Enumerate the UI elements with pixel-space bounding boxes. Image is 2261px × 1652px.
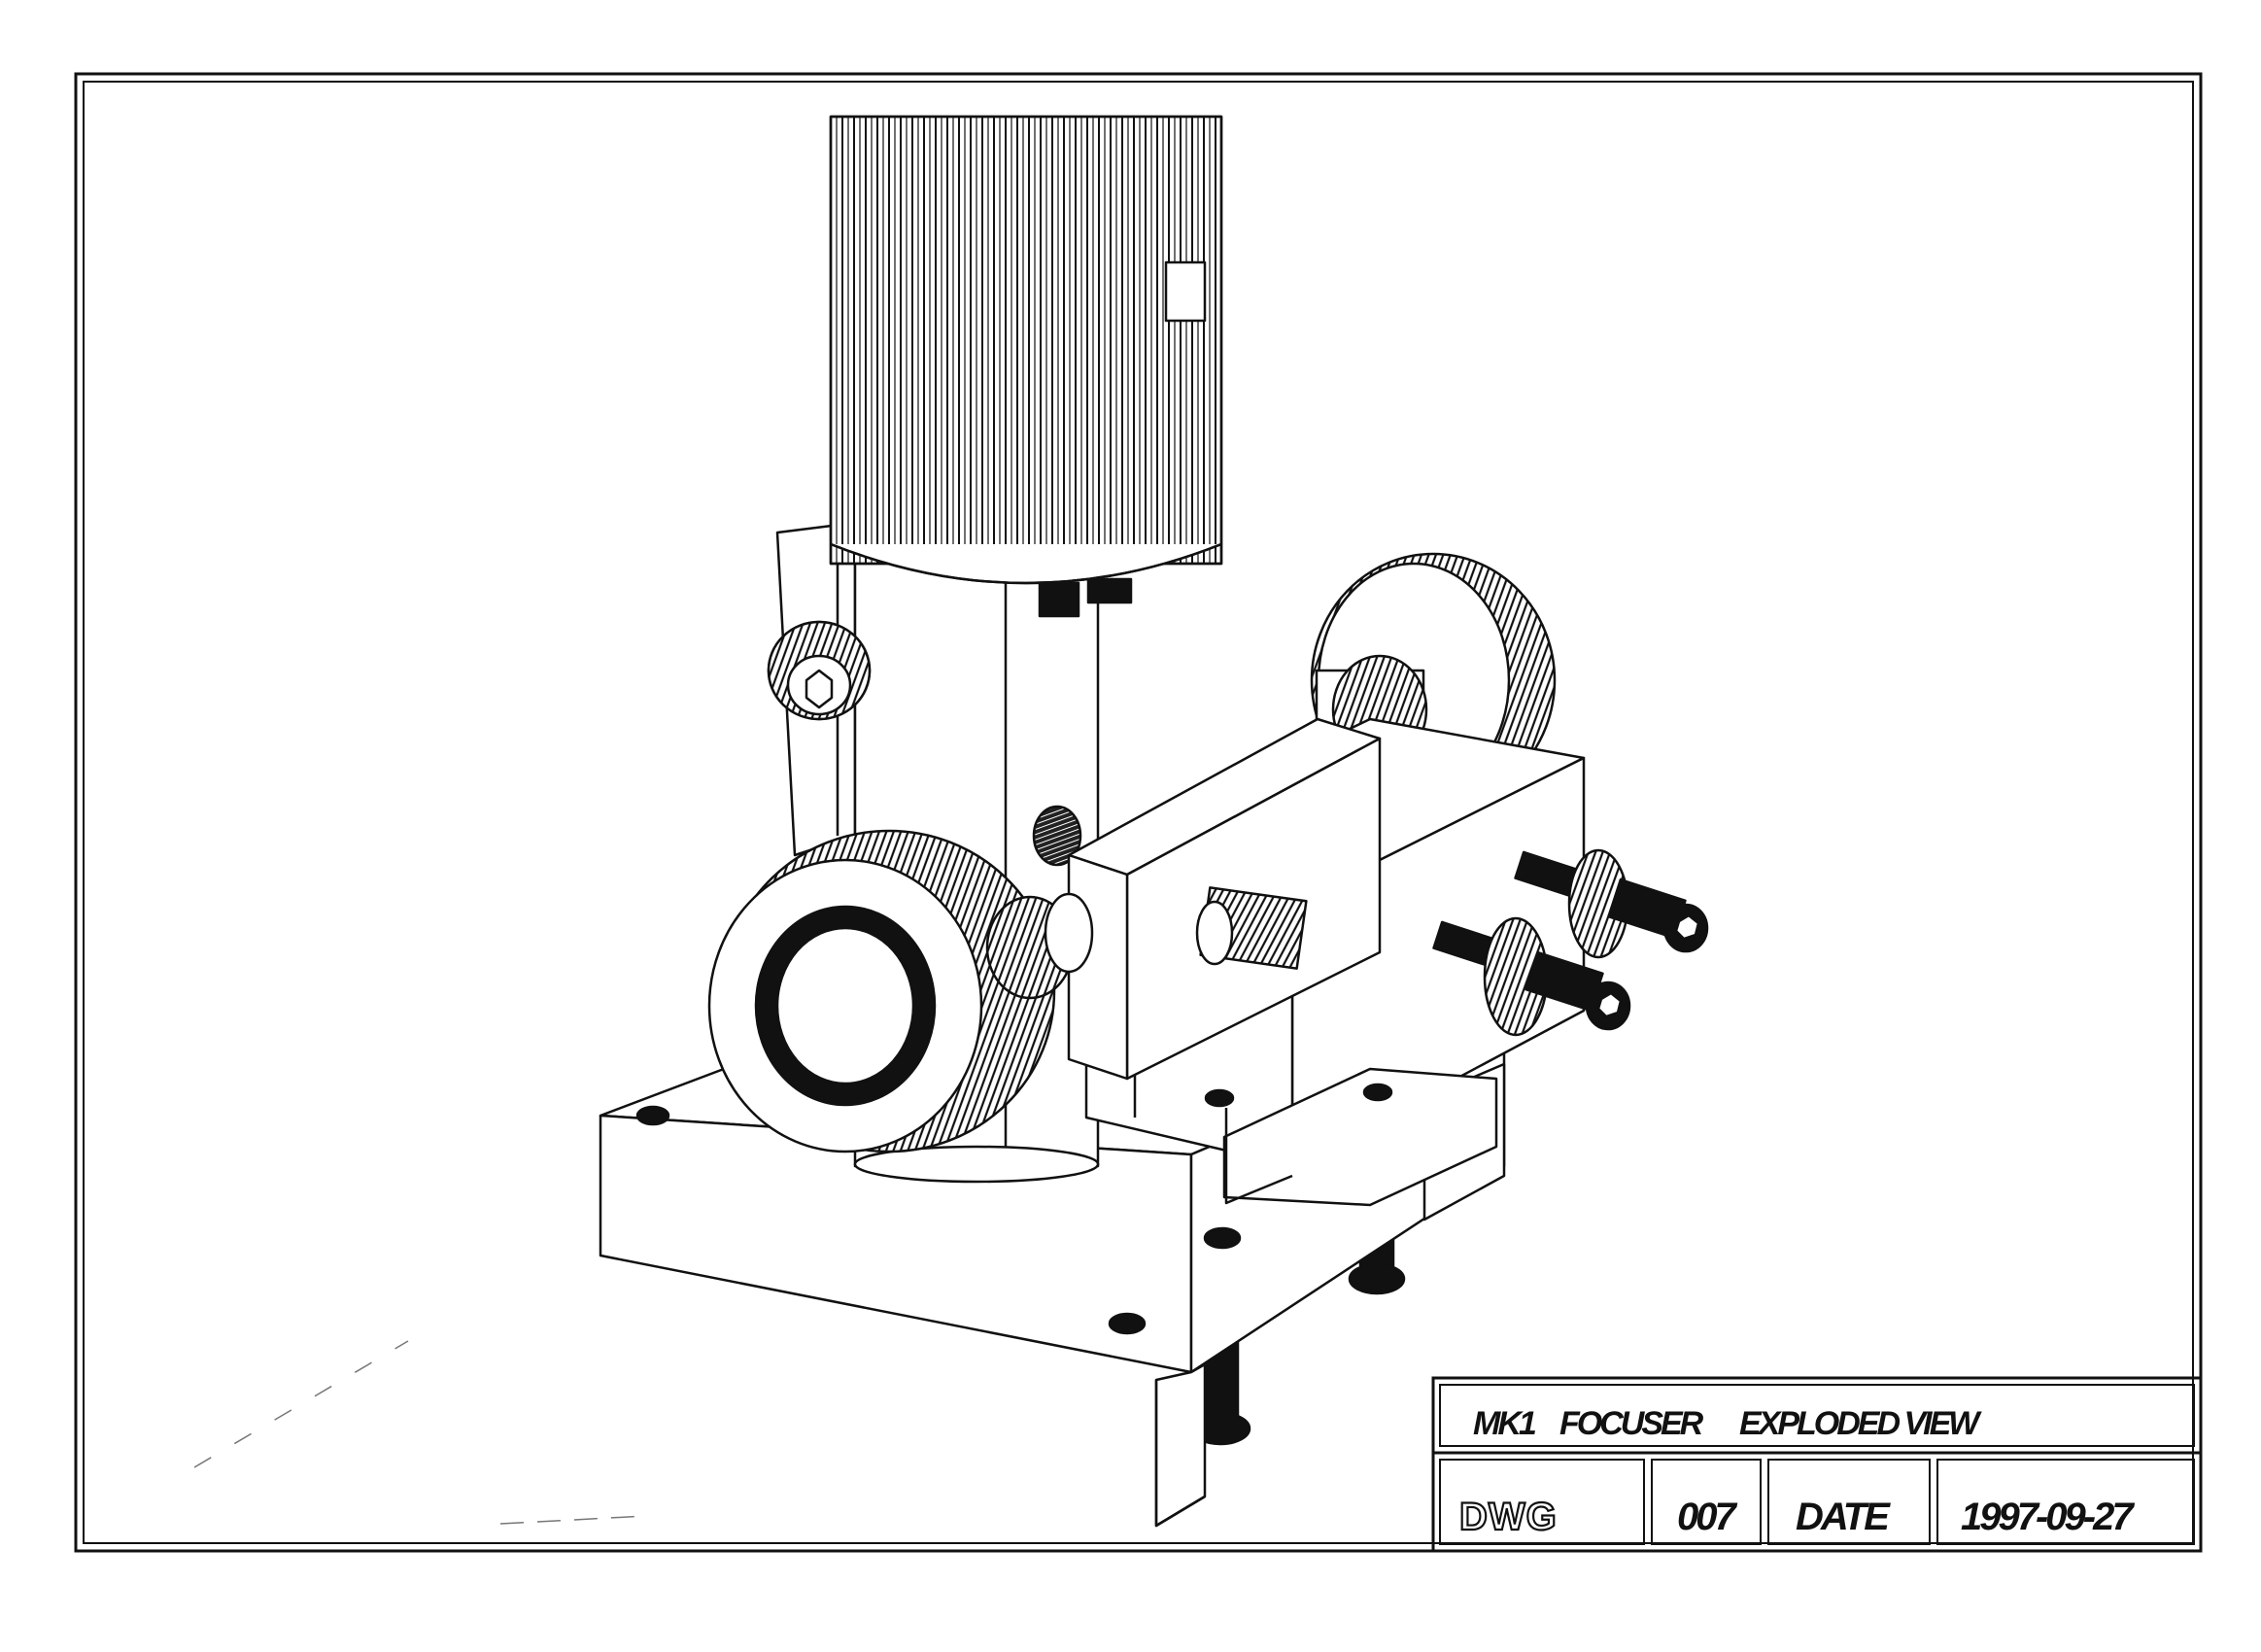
dwg-label: DWG [1459,1496,1558,1538]
title-block [1431,1376,2203,1553]
title-mk1: MK1 [1473,1405,1536,1442]
date-value: 1997-09-27 [1961,1496,2135,1538]
tube-set-screws [1038,577,1133,618]
title-focuser: FOCUSER [1559,1405,1704,1442]
focuser-drawing [599,115,1709,1528]
draw-tube [829,115,1223,618]
pinion-gear-rear [1032,805,1082,867]
bracket-clamp-screw [767,620,872,721]
drawing-border [74,72,2203,1553]
tension-screw-upper [1514,848,1709,959]
focus-knob-front [707,829,1094,1153]
dwg-number: 007 [1677,1496,1737,1538]
date-label: DATE [1796,1496,1891,1538]
pinion-barrel [1195,886,1308,970]
scan-artifacts [193,1340,647,1525]
title-exploded-view: EXPLODED VIEW [1739,1405,1982,1442]
tension-screw-lower [1432,916,1631,1037]
